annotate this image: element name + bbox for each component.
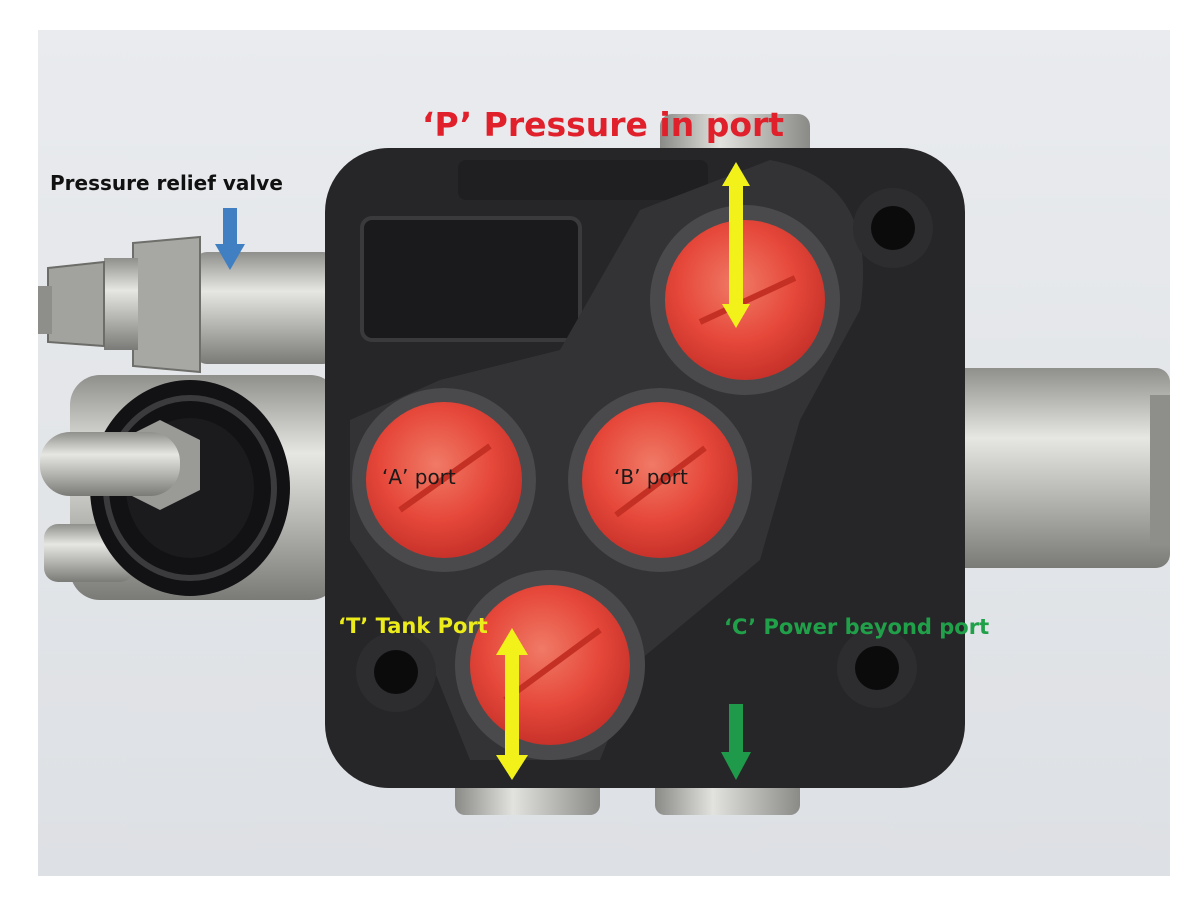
relief-valve-cartridge [38,235,335,374]
down-arrow-icon [215,208,245,270]
a-port-plug [352,388,536,572]
b-port-plug [568,388,752,572]
spool-end-left [40,375,340,600]
t-port-label: ‘T’ Tank Port [338,614,488,638]
p-port-plug [650,205,840,395]
b-port-label: ‘B’ port [614,465,688,489]
double-arrow-icon [496,628,528,780]
double-arrow-icon [722,162,750,328]
spool-housing-right [945,368,1170,568]
pressure-relief-valve-label: Pressure relief valve [50,171,283,195]
c-port-label: ‘C’ Power beyond port [724,615,990,639]
a-port-label: ‘A’ port [382,465,456,489]
p-port-label: ‘P’ Pressure in port [422,105,785,144]
t-port-plug [455,570,645,760]
down-arrow-icon [721,704,751,780]
